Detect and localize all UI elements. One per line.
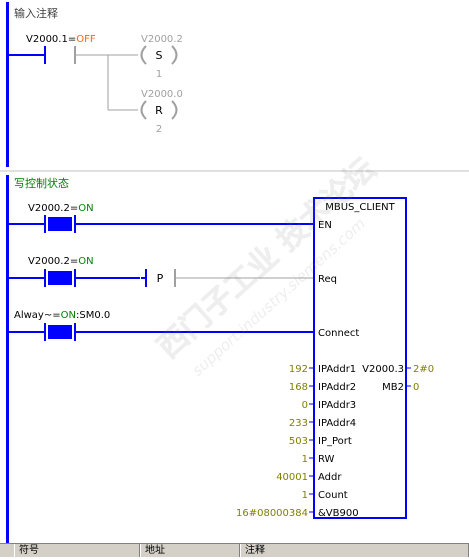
column-header-comment[interactable]: 注释 [240,544,469,557]
power-rail-2 [6,175,9,543]
input-value[interactable]: 40001 [276,472,308,483]
block-input-row[interactable]: 16#08000384&VB900 [236,508,359,519]
input-pin: IPAddr3 [318,400,356,411]
reset-coil-address: V2000.0 [141,89,183,100]
reset-coil[interactable]: V2000.0 R 2 [140,89,183,135]
network-2[interactable]: 写控制状态 V2000.2=ON V2000.2=ON P Alway~=ON:… [6,175,434,543]
block-input-row[interactable]: 40001 Addr [276,472,342,483]
input-pin: IPAddr2 [318,382,356,393]
block-output-row[interactable]: V2000.3 2#0 [362,364,434,375]
contact-en[interactable] [44,215,76,233]
input-value[interactable]: 16#08000384 [236,508,308,519]
network-2-comment[interactable]: 写控制状态 [14,176,69,190]
edge-label: P [157,272,164,285]
reset-coil-letter: R [155,104,163,117]
contact-req[interactable] [44,269,76,287]
block-input-row[interactable]: 168 IPAddr2 [289,382,356,393]
output-pin: V2000.3 [362,364,404,375]
column-header-address[interactable]: 地址 [140,544,240,557]
input-value[interactable]: 192 [289,364,308,375]
power-rail-1 [6,2,9,167]
input-value[interactable]: 1 [302,490,308,501]
input-value[interactable]: 503 [289,436,308,447]
block-output-row[interactable]: MB2 0 [382,382,419,393]
block-input-row[interactable]: 233 IPAddr4 [289,418,356,429]
input-pin: Count [318,490,348,501]
input-value[interactable]: 0 [302,400,308,411]
input-pin: IPAddr4 [318,418,356,429]
contact-connect[interactable] [44,323,76,341]
network-1-comment[interactable]: 输入注释 [14,6,58,20]
input-value[interactable]: 233 [289,418,308,429]
input-pin: IP_Port [318,436,352,447]
contact-1-label[interactable]: V2000.1=OFF [26,34,96,45]
block-input-row[interactable]: 503 IP_Port [289,436,352,447]
mbus-client-block[interactable]: MBUS_CLIENT EN Req Connect [313,197,407,519]
reset-coil-count: 2 [156,124,162,135]
input-pin: &VB900 [318,508,359,519]
block-input-row[interactable]: 1 Count [302,490,348,501]
set-coil-letter: S [156,49,163,62]
output-pin: MB2 [382,382,404,393]
pin-en: EN [318,220,332,231]
block-input-row[interactable]: 192 IPAddr1 [289,364,356,375]
set-coil[interactable]: V2000.2 S 1 [140,34,183,80]
block-title: MBUS_CLIENT [325,202,395,213]
pin-connect: Connect [318,328,359,339]
block-input-row[interactable]: 0 IPAddr3 [302,400,357,411]
output-value[interactable]: 2#0 [413,364,434,375]
network-1[interactable]: 输入注释 V2000.1=OFF V2000.2 S 1 V2000.0 R 2 [6,2,183,167]
input-pin: RW [318,454,335,465]
positive-edge-contact[interactable]: P [145,269,176,287]
block-input-row[interactable]: 1 RW [302,454,335,465]
set-coil-count: 1 [156,69,162,80]
contact-1[interactable] [44,46,76,64]
input-pin: Addr [318,472,342,483]
input-value[interactable]: 168 [289,382,308,393]
output-value[interactable]: 0 [413,382,419,393]
contact-en-label[interactable]: V2000.2=ON [28,203,94,214]
contact-connect-label[interactable]: Alway~=ON:SM0.0 [14,310,110,321]
set-coil-address: V2000.2 [141,34,183,45]
contact-req-label[interactable]: V2000.2=ON [28,256,94,267]
input-value[interactable]: 1 [302,454,308,465]
pin-req: Req [318,274,337,285]
input-pin: IPAddr1 [318,364,356,375]
block-inputs: 192 IPAddr1 168 IPAddr2 0 IPAddr3 233 IPAddr4 50… [236,364,359,519]
column-header-symbol[interactable]: 符号 [14,544,140,557]
symbol-table-header: 符号 地址 注释 [0,543,469,557]
